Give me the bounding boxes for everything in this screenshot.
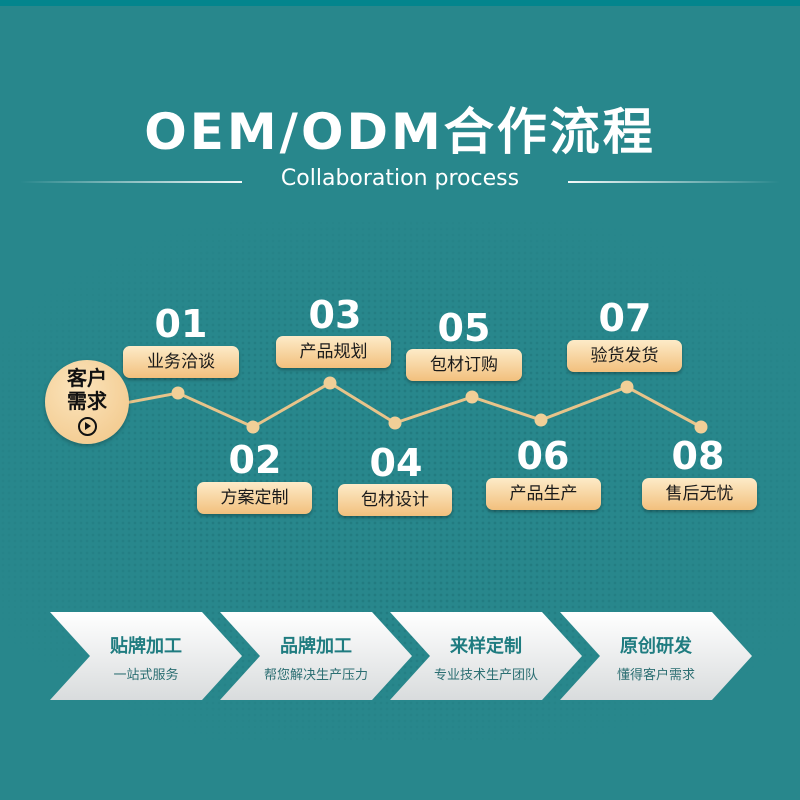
node-07 <box>620 380 634 394</box>
step-07-label: 验货发货 <box>567 340 682 372</box>
service-brand[interactable]: 品牌加工 帮您解决生产压力 <box>220 612 412 700</box>
step-06-number: 06 <box>516 434 570 478</box>
node-01 <box>171 386 185 400</box>
divider-left <box>20 181 242 183</box>
service-oem[interactable]: 贴牌加工 一站式服务 <box>50 612 242 700</box>
step-07-number: 07 <box>598 296 652 340</box>
service-title: 原创研发 <box>620 636 692 657</box>
step-08-number: 08 <box>671 434 725 478</box>
service-desc: 专业技术生产团队 <box>433 668 538 683</box>
page-title: OEM/ODM合作流程 <box>144 103 656 161</box>
step-03-label: 产品规划 <box>276 336 391 368</box>
step-01-label: 业务洽谈 <box>123 346 239 378</box>
step-04-label: 包材设计 <box>338 484 452 516</box>
play-circle-icon[interactable] <box>78 417 97 436</box>
service-sample[interactable]: 来样定制 专业技术生产团队 <box>390 612 582 700</box>
node-02 <box>246 420 260 434</box>
subtitle-row: Collaboration process <box>0 166 800 196</box>
service-title: 品牌加工 <box>280 636 352 657</box>
step-05-number: 05 <box>437 306 491 350</box>
node-05 <box>465 390 479 404</box>
start-line1: 客户 <box>67 366 107 390</box>
step-05-label: 包材订购 <box>406 349 522 381</box>
node-08 <box>694 420 708 434</box>
step-04-number: 04 <box>369 441 423 485</box>
step-08-label: 售后无忧 <box>642 478 757 510</box>
step-02-number: 02 <box>228 438 282 482</box>
service-desc: 懂得客户需求 <box>616 668 695 683</box>
divider-right <box>568 181 780 183</box>
node-03 <box>323 376 337 390</box>
node-04 <box>388 416 402 430</box>
service-desc: 一站式服务 <box>113 668 179 683</box>
step-06-label: 产品生产 <box>486 478 601 510</box>
node-06 <box>534 413 548 427</box>
service-title: 来样定制 <box>450 636 522 657</box>
service-rnd[interactable]: 原创研发 懂得客户需求 <box>560 612 752 700</box>
service-desc: 帮您解决生产压力 <box>263 668 368 683</box>
start-line2: 需求 <box>67 389 107 413</box>
top-bar <box>0 0 800 6</box>
step-03-number: 03 <box>308 293 362 337</box>
page-subtitle: Collaboration process <box>280 166 520 191</box>
service-title: 贴牌加工 <box>110 636 182 657</box>
step-01-number: 01 <box>154 302 208 346</box>
step-02-label: 方案定制 <box>197 482 312 514</box>
customer-needs-start[interactable]: 客户 需求 <box>45 360 129 444</box>
